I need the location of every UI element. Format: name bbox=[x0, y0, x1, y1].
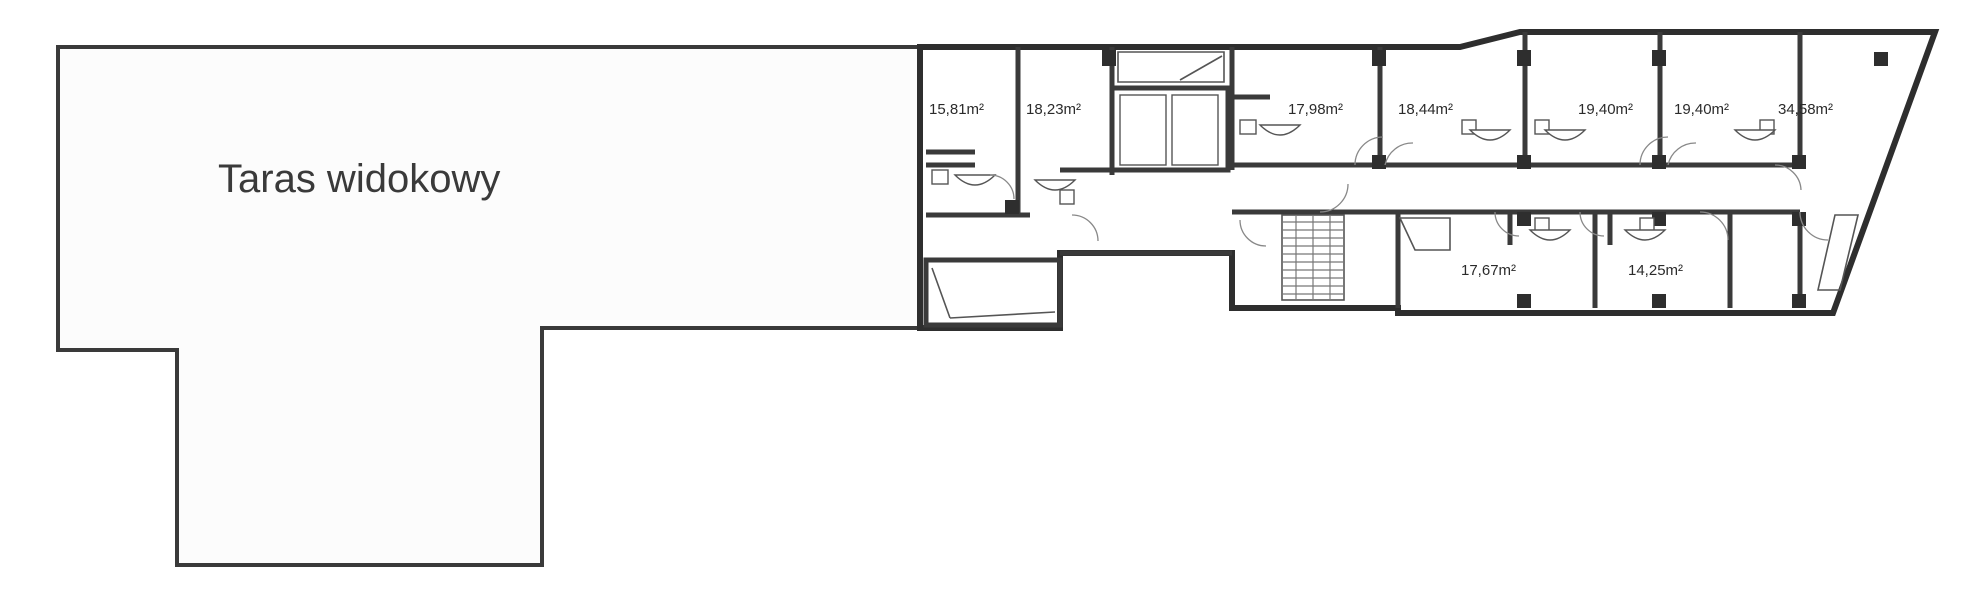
pillar-icon bbox=[1005, 50, 1888, 308]
elevator-icon bbox=[1119, 94, 1167, 166]
door-swing-icon bbox=[989, 136, 1829, 247]
elevator-shaft bbox=[1109, 85, 1231, 173]
room-area-label: 34,58m² bbox=[1778, 101, 1833, 118]
room-area-label: 19,40m² bbox=[1674, 101, 1729, 118]
room-area-label: 17,98m² bbox=[1288, 101, 1343, 118]
room-area-label: 15,81m² bbox=[929, 101, 984, 118]
terrace-label: Taras widokowy bbox=[218, 157, 500, 201]
room-area-label: 14,25m² bbox=[1628, 262, 1683, 279]
service-room bbox=[923, 257, 1063, 328]
elevator-icon bbox=[1171, 94, 1219, 166]
terrace-area bbox=[56, 45, 922, 567]
staircase-icon bbox=[1282, 215, 1344, 300]
sink-icon bbox=[953, 124, 1777, 241]
room-area-label: 19,40m² bbox=[1578, 101, 1633, 118]
room-area-label: 18,44m² bbox=[1398, 101, 1453, 118]
room-area-label: 18,23m² bbox=[1026, 101, 1081, 118]
room-area-label: 17,67m² bbox=[1461, 262, 1516, 279]
